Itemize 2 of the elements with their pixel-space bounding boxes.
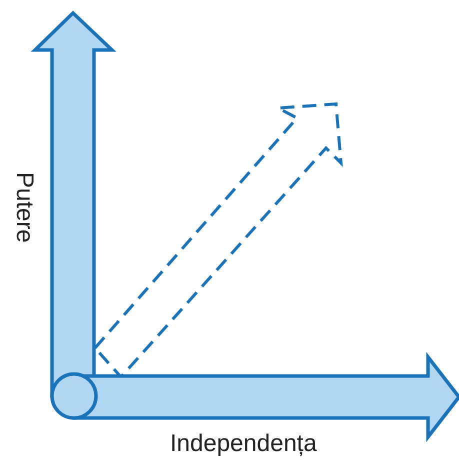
axis-label: Putere bbox=[12, 172, 36, 243]
axis-label: Independența bbox=[170, 432, 317, 456]
